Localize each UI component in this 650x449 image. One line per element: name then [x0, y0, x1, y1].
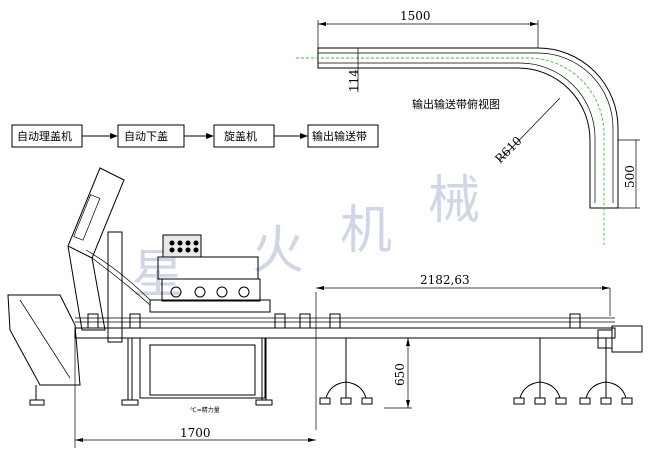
flow-step-1: 自动理盖机 [17, 129, 72, 143]
dim-height-650: 650 [393, 363, 407, 386]
flow-box-4 [307, 124, 379, 148]
dim-width-114: 114 [347, 69, 361, 92]
watermark-char-3: 机 [340, 201, 392, 261]
base-cabinet [139, 337, 266, 399]
support-leg-1 [319, 338, 373, 405]
support-leg-3 [579, 338, 633, 405]
drive-motor [611, 325, 643, 353]
machine-side-view: ℃=精力量 2182,63 [7, 167, 643, 448]
dim-length-1500: 1500 [400, 9, 431, 23]
cap-hopper [7, 294, 81, 386]
conveyor-frame [74, 327, 616, 339]
conveyor-centerline [296, 57, 605, 245]
flow-step-2: 自动下盖 [124, 129, 168, 143]
dim-base-1700: 1700 [180, 426, 211, 440]
watermark-char-4: 械 [428, 171, 480, 231]
top-view-title: 输出输送带俯视图 [412, 97, 500, 111]
flow-step-4: 输出输送带 [312, 129, 367, 143]
support-leg-2 [513, 338, 567, 405]
small-label: ℃=精力量 [190, 406, 220, 414]
cap-elevator-head [67, 167, 125, 259]
watermark-char-2: 火 [252, 221, 304, 281]
dim-conveyor-length: 2182,63 [420, 273, 470, 287]
dim-radius-r610: R610 [492, 134, 524, 166]
elevator-column [107, 231, 123, 343]
dim-drop-500: 500 [623, 165, 637, 188]
capping-head-panel [162, 234, 202, 258]
flow-step-3: 旋盖机 [224, 129, 257, 143]
process-flow: 自动理盖机 自动下盖 旋盖机 输出输送带 [11, 124, 379, 148]
